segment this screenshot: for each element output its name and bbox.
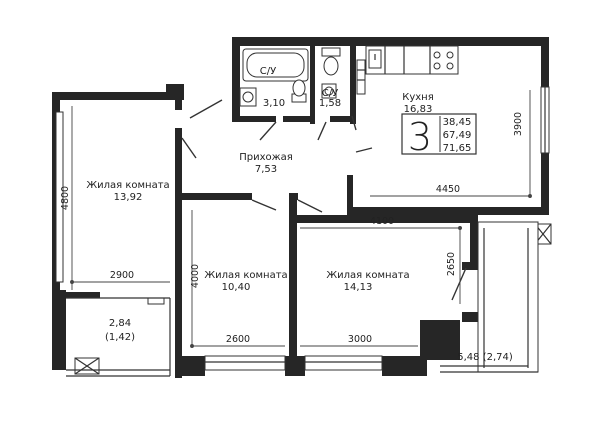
- door-kitchen: [355, 147, 373, 153]
- fixtures: [74, 45, 552, 375]
- kitchen-area: 16,83: [404, 104, 433, 115]
- dim-living3-width-bottom: 3000: [348, 334, 372, 345]
- door-living3: [297, 199, 323, 213]
- dim-kitchen-height: 3900: [513, 112, 524, 136]
- door-hall-left: [181, 137, 197, 159]
- door-balcony: [451, 267, 467, 301]
- stove-icon: [433, 51, 441, 59]
- dim-living1-height: 4800: [60, 186, 71, 210]
- living1-name: Жилая комната: [86, 180, 169, 191]
- living2-name: Жилая комната: [204, 270, 287, 281]
- doors: [181, 99, 467, 301]
- living-area: 38,45: [443, 117, 472, 128]
- kitchen-name: Кухня: [402, 92, 434, 103]
- hallway-area: 7,53: [255, 164, 277, 175]
- bathroom2-name: С/У: [322, 88, 338, 99]
- dim-living3-height: 2650: [446, 252, 457, 276]
- living3-window: [304, 355, 383, 371]
- dim-living1-width: 2900: [110, 270, 134, 281]
- area-summary: 3 38,45 67,49 71,65: [401, 113, 477, 159]
- toilet-icon-2: [321, 47, 341, 57]
- balcony-left-reduced-area: (1,42): [105, 332, 135, 343]
- door-living2: [251, 199, 277, 211]
- bathroom1-name: С/У: [260, 66, 276, 77]
- balcony-door-marker: [147, 297, 165, 305]
- dim-living3-width-top: 4100: [370, 216, 394, 227]
- walls: [52, 37, 549, 378]
- door-bathroom2: [317, 121, 327, 141]
- balcony-right-area: 5,48 (2,74): [457, 352, 513, 363]
- dimension-lines: [70, 90, 532, 348]
- room-count: 3: [408, 115, 432, 159]
- living3-area: 14,13: [344, 282, 373, 293]
- balcony-right: [440, 221, 539, 373]
- door-living1: [189, 99, 223, 119]
- dim-kitchen-width: 4450: [436, 184, 460, 195]
- living2-window: [204, 355, 286, 371]
- door-bathroom1: [259, 121, 277, 141]
- total-area-with-balconies: 71,65: [443, 143, 472, 154]
- living2-area: 10,40: [222, 282, 251, 293]
- summary-box: [401, 113, 477, 155]
- windows: [204, 86, 550, 371]
- door-kitchen-top: [351, 115, 357, 131]
- bathroom2-area: 1,58: [319, 98, 341, 109]
- dim-living2-width: 2600: [226, 334, 250, 345]
- total-area: 67,49: [443, 130, 472, 141]
- bathroom1-area: 3,10: [263, 98, 285, 109]
- hallway-name: Прихожая: [239, 152, 293, 163]
- vent-shaft: [356, 59, 366, 95]
- balcony-left-area: 2,84: [109, 318, 131, 329]
- balcony-left: [66, 297, 171, 377]
- living3-name: Жилая комната: [326, 270, 409, 281]
- living1-area: 13,92: [114, 192, 143, 203]
- dim-living2-height: 4000: [190, 264, 201, 288]
